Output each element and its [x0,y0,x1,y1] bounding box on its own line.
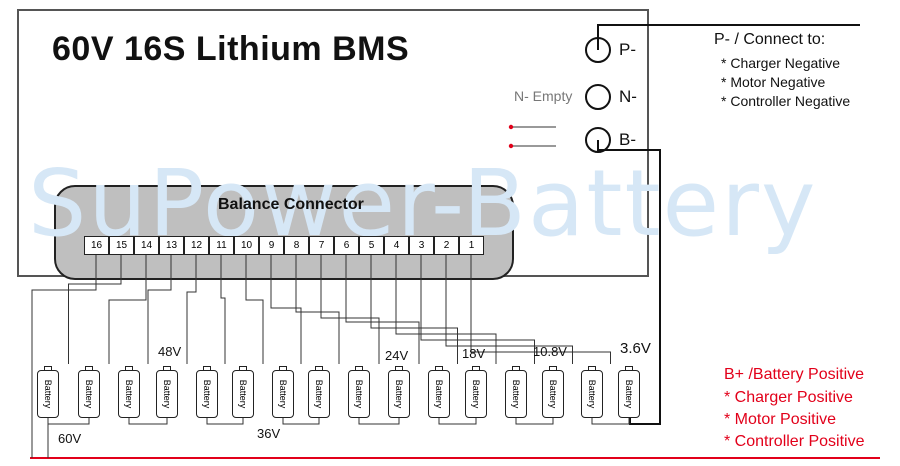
p-notes-heading: P- / Connect to: [714,31,826,48]
balance-pin-6: 6 [334,236,359,255]
balance-pin-2: 2 [434,236,459,255]
battery-cell-9: Battery [308,370,330,418]
b-note-item: * Charger Positive [724,389,853,406]
balance-wire [147,255,172,364]
voltage-label-60v: 60V [58,431,82,446]
balance-pin-5: 5 [359,236,384,255]
p-note-item: * Motor Negative [721,74,826,90]
series-link [591,418,630,425]
b-wire [597,140,661,425]
balance-pin-8: 8 [284,236,309,255]
b-terminal-label: B- [619,130,636,149]
battery-cell-4: Battery [505,370,527,418]
voltage-label-24v: 24V [385,348,409,363]
p-note-item: * Charger Negative [721,55,841,71]
battery-cell-1: Battery [618,370,640,418]
balance-wire [345,255,420,364]
balance-pin-14: 14 [134,236,159,255]
balance-wire [245,255,264,364]
battery-cell-2: Battery [581,370,603,418]
balance-wire [31,255,97,458]
balance-wire [470,255,611,364]
balance-wire [186,255,197,364]
balance-wire [270,255,302,364]
jumper-dot [508,143,514,149]
series-link [128,418,168,425]
balance-pin-12: 12 [184,236,209,255]
balance-pin-7: 7 [309,236,334,255]
p-terminal-label: P- [619,40,636,59]
n-empty-label: N- Empty [514,88,573,104]
balance-pin-1: 1 [459,236,484,255]
balance-pin-9: 9 [259,236,284,255]
n-terminal [585,84,611,110]
p-note-item: * Controller Negative [721,93,851,109]
balance-pin-11: 11 [209,236,234,255]
battery-cell-7: Battery [388,370,410,418]
voltage-label-3-6v: 3.6V [620,340,651,357]
b-notes-heading: B+ /Battery Positive [724,366,865,383]
balance-wire [320,255,380,364]
series-link [515,418,554,425]
battery-cell-14: Battery [118,370,140,418]
series-link [206,418,244,425]
balance-connector-body [54,185,514,280]
diagram-title: 60V 16S Lithium BMS [52,30,410,68]
battery-cell-10: Battery [272,370,294,418]
balance-pin-3: 3 [409,236,434,255]
balance-pin-13: 13 [159,236,184,255]
b-note-item: * Motor Positive [724,411,837,428]
balance-wire [108,255,147,364]
n-terminal-label: N- [619,87,637,106]
battery-cell-11: Battery [232,370,254,418]
voltage-label-48v: 48V [158,344,182,359]
balance-wire [220,255,226,364]
voltage-label-36v: 36V [257,426,281,441]
series-link [282,418,320,425]
battery-cell-3: Battery [542,370,564,418]
battery-cell-15: Battery [78,370,100,418]
voltage-label-18v: 18V [462,346,486,361]
battery-cell-13: Battery [156,370,178,418]
p-wire [597,24,860,50]
balance-pin-16: 16 [84,236,109,255]
jumper-dot [508,124,514,130]
battery-cell-8: Battery [348,370,370,418]
b-note-item: * Controller Positive [724,433,865,450]
battery-cell-5: Battery [465,370,487,418]
voltage-label-10-8v: 10.8V [533,344,567,359]
series-link [438,418,477,425]
balance-wire [445,255,573,364]
series-link [358,418,400,425]
balance-connector-label: Balance Connector [218,196,364,213]
balance-pin-10: 10 [234,236,259,255]
series-link [47,418,90,425]
battery-cell-16: Battery [37,370,59,418]
battery-cell-6: Battery [428,370,450,418]
balance-pin-15: 15 [109,236,134,255]
battery-cell-12: Battery [196,370,218,418]
balance-wire [68,255,122,364]
balance-wire [295,255,340,364]
balance-pin-4: 4 [384,236,409,255]
